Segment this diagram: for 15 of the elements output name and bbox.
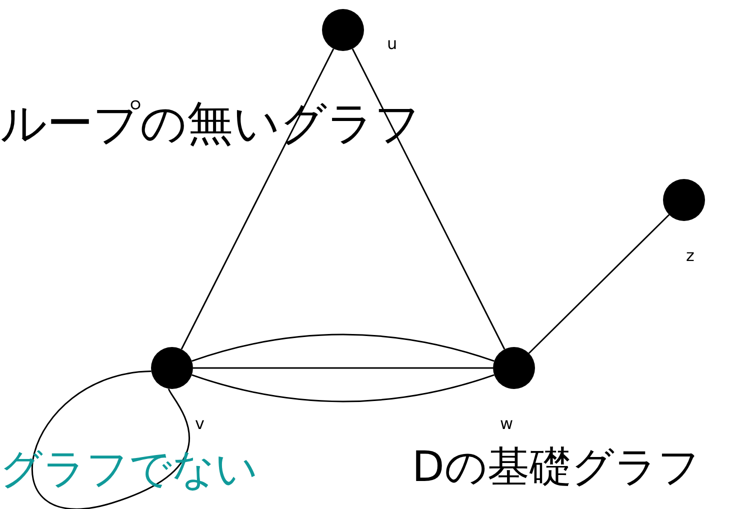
vertex-label: v [195,414,204,433]
graph-edge [192,374,494,402]
vertex-label: w [500,414,514,433]
graph-edge [193,367,493,369]
vertex-dot [322,9,364,51]
vertex-dot [151,347,193,389]
annotation-text: Dの基礎グラフ [412,446,700,488]
vertex-label: z [686,246,694,265]
vertex-dot [493,347,535,389]
graph-edge [528,214,670,354]
vertex-dot [663,179,705,221]
loop-edge [32,370,190,509]
graph-edge [180,48,334,350]
graph-edge [352,48,506,350]
vertex-label: u [387,34,398,53]
